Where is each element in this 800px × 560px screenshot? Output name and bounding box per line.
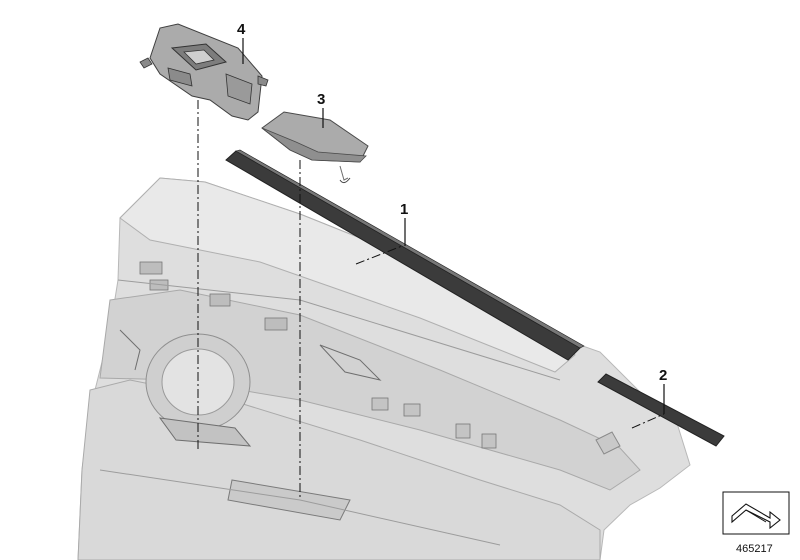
callout-3: 3	[317, 91, 325, 108]
leader-lines	[242, 38, 665, 414]
document-id: 465217	[736, 543, 773, 555]
callout-4: 4	[237, 21, 246, 38]
orientation-arrow-icon	[722, 491, 790, 535]
part-2-trim-strip	[597, 373, 725, 447]
part-3-cover	[261, 111, 369, 184]
callout-2: 2	[659, 367, 667, 384]
callout-1: 1	[400, 201, 408, 218]
door-trim-panel	[77, 177, 691, 560]
part-1-trim-strip	[225, 149, 585, 361]
part-4-switch-housing	[139, 23, 269, 121]
assembly-lines	[197, 100, 665, 500]
